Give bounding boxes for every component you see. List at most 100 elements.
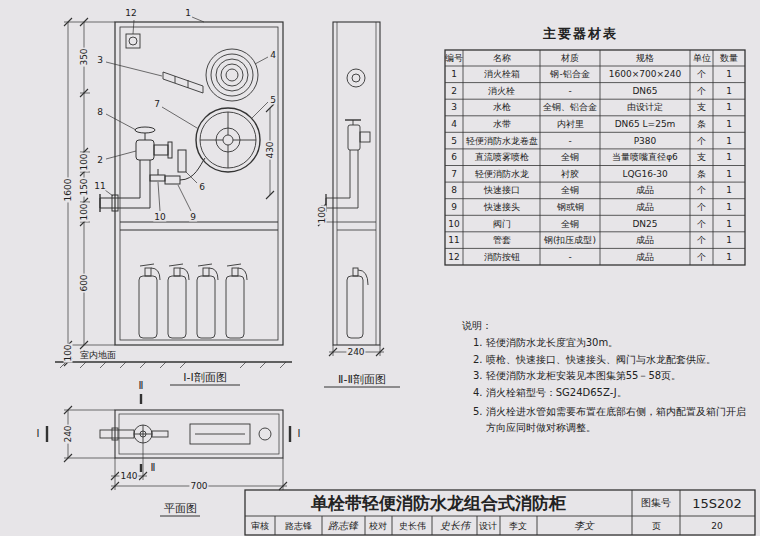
side-dimensions xyxy=(318,204,326,226)
table-grid xyxy=(445,132,745,133)
side-parts xyxy=(360,132,370,142)
table-cell: 7 xyxy=(451,169,457,178)
atlas-number: 15S202 xyxy=(692,497,742,510)
leader-lines xyxy=(106,62,162,76)
nozzle xyxy=(188,80,189,88)
fire-extinguishers xyxy=(140,264,154,266)
table-cell: 成品 xyxy=(636,202,654,211)
title-block xyxy=(245,490,755,535)
table-cell: 8 xyxy=(451,186,457,195)
hydrant-pipe xyxy=(150,175,165,181)
drawing-title: 单栓带轻便消防水龙组合式消防柜 xyxy=(311,495,566,512)
side-dimensions xyxy=(318,204,384,356)
table-cell: 管套 xyxy=(493,236,511,245)
table-cell: 个 xyxy=(697,86,706,95)
title-block xyxy=(680,490,681,535)
table-grid xyxy=(445,215,745,216)
callout-number: 7 xyxy=(153,100,161,109)
table-grid xyxy=(690,50,691,265)
title-block xyxy=(477,516,478,535)
table-grid xyxy=(445,198,745,199)
table-grid xyxy=(445,50,745,265)
table-cell: 1 xyxy=(726,236,732,245)
table-cell: DN25 xyxy=(632,219,657,228)
leader-lines xyxy=(255,57,268,64)
side-parts xyxy=(347,69,365,87)
dimension: 240 xyxy=(64,424,73,443)
table-cell: 1 xyxy=(726,103,732,112)
table-header: 材质 xyxy=(561,54,579,63)
hose-reel xyxy=(228,112,229,135)
nozzle xyxy=(163,72,203,93)
side-parts xyxy=(353,268,358,276)
fire-extinguishers xyxy=(169,264,183,266)
table-cell: 消防按钮 xyxy=(484,252,520,261)
fire-extinguishers xyxy=(151,268,160,280)
hose-reel xyxy=(233,140,256,141)
cabinet-side xyxy=(333,22,380,345)
nozzle xyxy=(175,76,176,83)
table-header: 编号 xyxy=(445,54,463,63)
hydrant-pipe xyxy=(168,142,172,158)
table-grid xyxy=(445,182,745,183)
table-grid xyxy=(713,50,714,265)
hose-reel xyxy=(228,145,229,168)
callout-number: 5 xyxy=(269,96,277,105)
plan-parts xyxy=(100,430,134,438)
floor-line xyxy=(55,362,292,368)
table-cell: 直流喷雾喷枪 xyxy=(475,153,529,162)
title-block-cell: 审核 xyxy=(251,522,269,531)
plan-parts xyxy=(112,428,118,440)
table-header: 数量 xyxy=(720,54,738,63)
cabinet-outline xyxy=(120,229,278,230)
leader-lines xyxy=(106,114,136,130)
plan-dimensions xyxy=(64,410,115,411)
side-dimensions xyxy=(329,348,384,356)
signature: 路志锋 xyxy=(328,521,358,531)
hydrant-pipe xyxy=(158,169,159,175)
title-block xyxy=(432,516,433,535)
table-cell: 钢或铜 xyxy=(557,202,584,211)
leader-lines xyxy=(133,20,134,34)
title-block-cell: 图集号 xyxy=(641,498,671,508)
side-parts xyxy=(348,125,360,150)
hose-coil xyxy=(211,54,253,96)
hydrant-pipe xyxy=(136,140,154,160)
table-cell: 条 xyxy=(697,169,706,178)
callout-number: 8 xyxy=(96,108,104,117)
table-cell: - xyxy=(568,252,571,261)
callout-number: 10 xyxy=(153,213,166,222)
table-cell: 个 xyxy=(697,70,706,79)
table-cell: 12 xyxy=(448,252,459,261)
table-cell: 个 xyxy=(697,236,706,245)
table-grid xyxy=(445,165,745,166)
dimension: 430 xyxy=(266,140,275,159)
hydrant-pipe xyxy=(154,145,168,155)
title-block-cell: 李文 xyxy=(509,522,527,531)
dimension: 150 xyxy=(80,177,89,196)
title-underline xyxy=(324,387,400,388)
table-cell: 成品 xyxy=(636,252,654,261)
table-cell: 3 xyxy=(451,103,457,112)
hose-reel xyxy=(200,112,256,168)
hose-coil xyxy=(216,59,248,91)
callout-number: 1 xyxy=(184,9,192,18)
table-cell: 9 xyxy=(451,202,457,211)
fire-extinguishers xyxy=(168,276,186,338)
fire-extinguishers xyxy=(145,268,151,276)
plan-outline xyxy=(115,410,283,458)
fire-button xyxy=(126,34,140,48)
plan-parts xyxy=(143,425,144,443)
hydrant-pipe xyxy=(165,176,180,184)
table-title: 主要器材表 xyxy=(543,27,618,40)
table-header: 名称 xyxy=(493,54,511,63)
table-grid xyxy=(445,248,745,249)
side-parts xyxy=(358,270,368,285)
table-cell: - xyxy=(568,86,571,95)
table-grid xyxy=(445,99,745,100)
callout-number: 6 xyxy=(198,183,206,192)
hydrant-pipe xyxy=(99,194,100,212)
table-cell: 1600×700×240 xyxy=(609,70,681,79)
title-block-cell: 设计 xyxy=(479,522,497,531)
table-cell: 个 xyxy=(697,219,706,228)
